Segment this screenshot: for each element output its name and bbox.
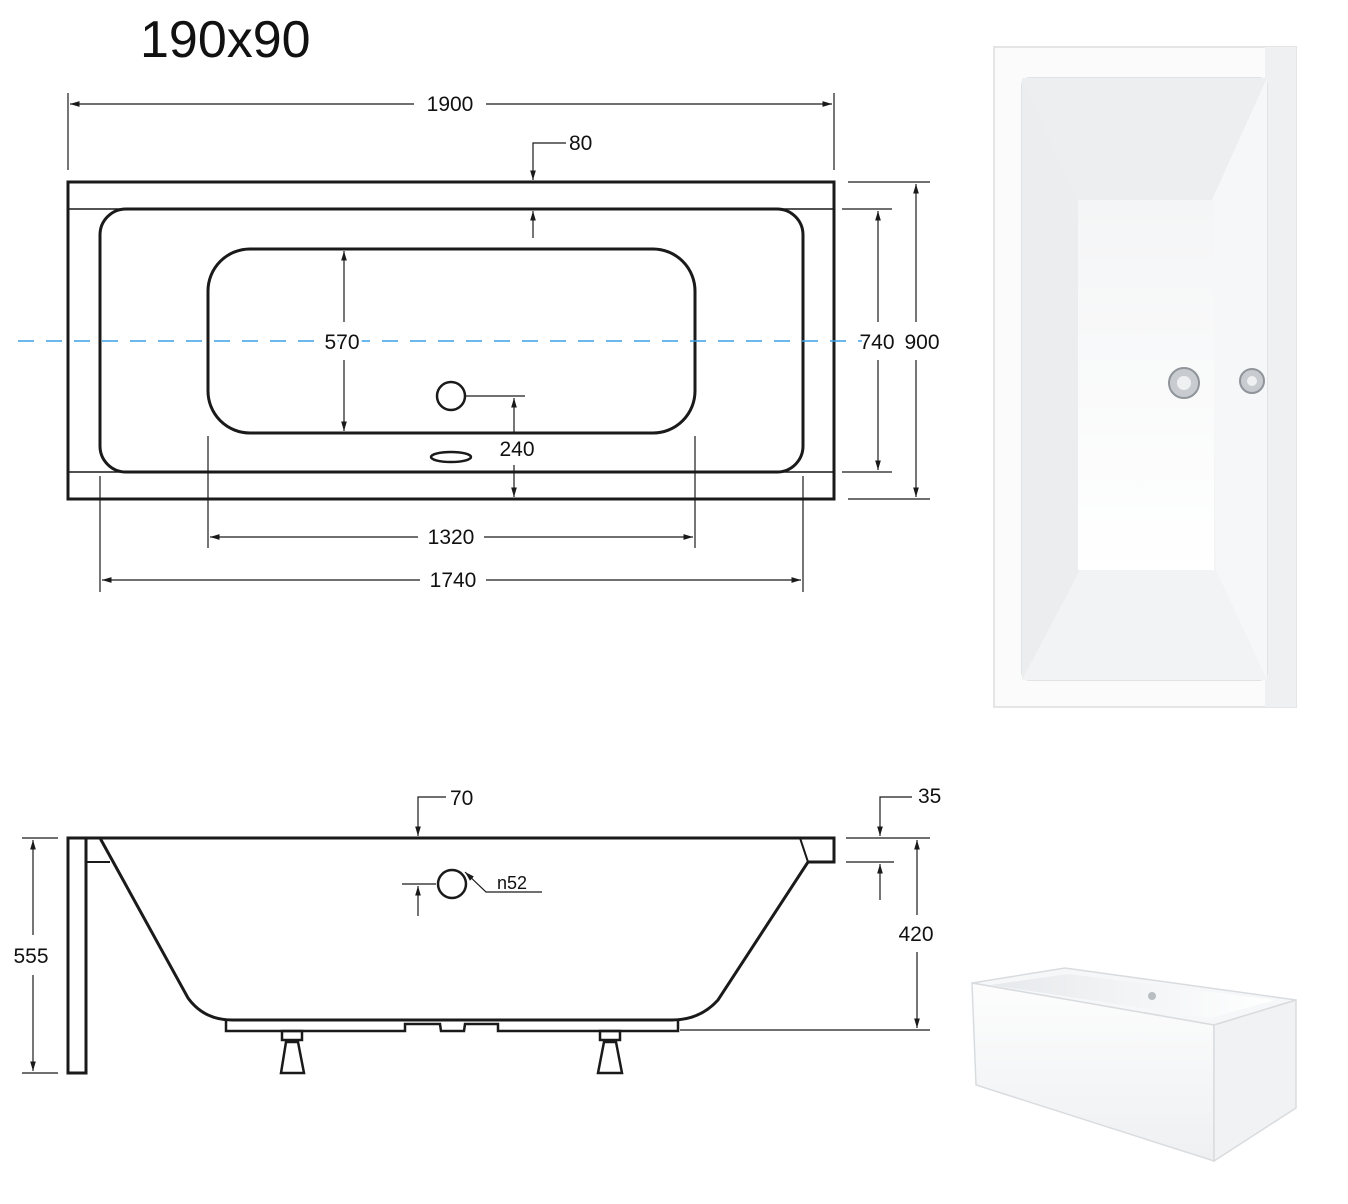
dim-overall-width: 900	[904, 331, 939, 354]
side-view-labels: 70 35 555 420 n52	[13, 785, 941, 968]
drain-photo-icon	[1148, 992, 1156, 1000]
tub-photo-top	[993, 46, 1297, 708]
base-frame	[224, 1020, 680, 1033]
dim-outer-inner-width: 740	[859, 331, 894, 354]
top-view-dimensions	[67, 93, 930, 592]
top-view-labels: 1900 80 570 740 900 240 1320 1740	[321, 93, 942, 592]
side-panel	[66, 836, 88, 1075]
leg-left	[279, 1029, 306, 1075]
dim-drain-diameter: n52	[497, 873, 527, 893]
inner-rim-lip	[799, 837, 809, 863]
drain-hole	[429, 450, 473, 464]
dim-rim-offset: 70	[450, 787, 473, 810]
dim-overall-length: 1900	[427, 93, 474, 116]
leg-right	[596, 1029, 624, 1075]
dim-outer-inner-length: 1740	[430, 569, 477, 592]
overflow-hole	[435, 380, 467, 412]
side-view-drawing	[66, 836, 836, 1075]
dim-height-total: 555	[13, 945, 48, 968]
dim-inner-length: 1320	[428, 526, 475, 549]
side-view-dimensions	[22, 796, 930, 1074]
dim-inner-depth: 420	[898, 923, 933, 946]
dim-inner-width: 570	[324, 331, 359, 354]
dim-rim-thickness: 35	[918, 785, 941, 808]
tub-photo-perspective	[971, 967, 1297, 1163]
dim-rim-width: 80	[569, 132, 592, 155]
overflow-side-hole	[436, 868, 468, 900]
top-view-drawing	[18, 180, 862, 501]
dim-drain-offset: 240	[499, 438, 534, 461]
model-title: 190x90	[140, 11, 311, 69]
tub-side-profile	[68, 836, 836, 1022]
